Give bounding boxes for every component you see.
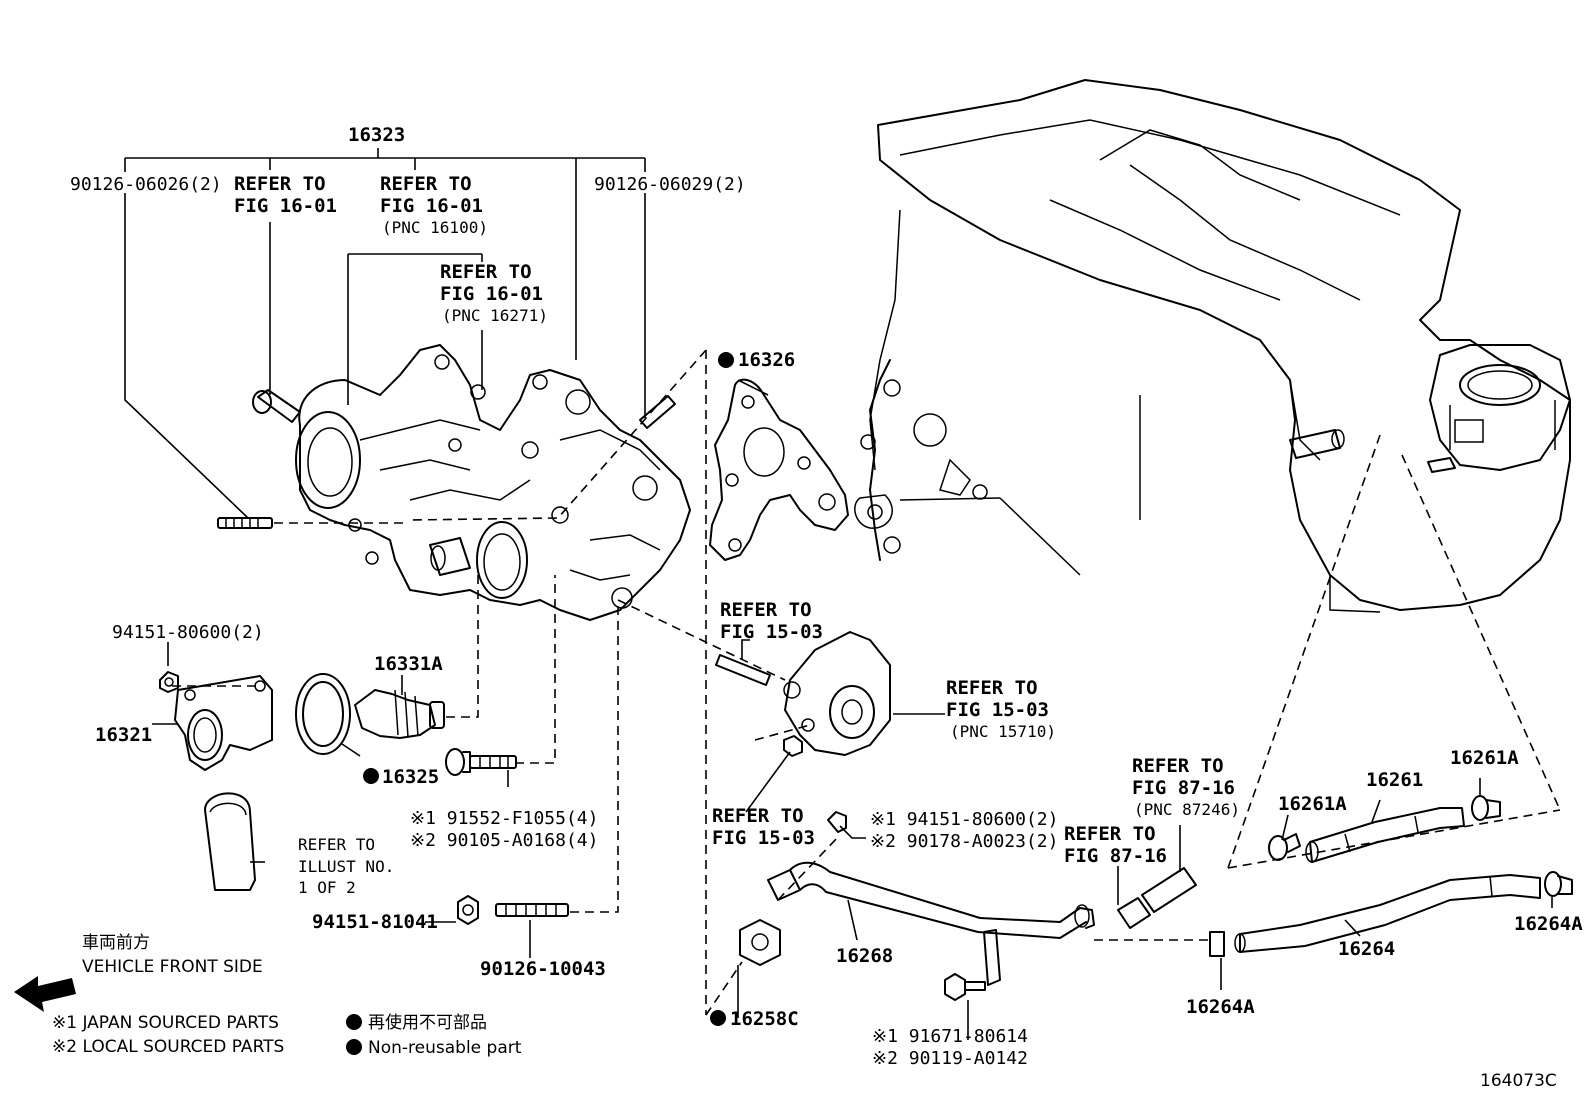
legend-dot-jp (346, 1014, 362, 1030)
hose-87246-illustration (1141, 867, 1197, 913)
callout-94151-80600: 94151-80600(2) (112, 622, 264, 643)
callout-16261A-right: 16261A (1450, 747, 1519, 769)
ref-c-line2: FIG 16-01 (440, 283, 543, 305)
ref-e-line1: REFER TO (720, 599, 812, 621)
hose-16264-illustration (1234, 874, 1541, 953)
ref-c-line1: REFER TO (440, 261, 532, 283)
callout-91552-F1055: ※1 91552-F1055(4) (410, 808, 598, 829)
ref-b-line2: FIG 16-01 (380, 195, 483, 217)
callout-16321: 16321 (95, 724, 152, 746)
legend-nonreusable-en: Non-reusable part (368, 1038, 522, 1058)
callout-91671-80614: ※1 91671-80614 (872, 1026, 1028, 1047)
legend-direction-jp: 車両前方 (82, 933, 150, 953)
stud-90126-10043-illustration (495, 903, 569, 917)
vehicle-front-arrow-icon (14, 976, 76, 1012)
callout-16325: 16325 (382, 766, 439, 788)
clamp-16264A-mid-illustration (1209, 931, 1225, 957)
ref-b-line1: REFER TO (380, 173, 472, 195)
dashed-reference-lines (172, 349, 1561, 1016)
bolt-90126-06026-illustration (217, 517, 273, 529)
ref-d-line1: REFER TO (298, 835, 375, 854)
callout-90126-10043: 90126-10043 (480, 958, 606, 980)
ref-i-line2: FIG 87-16 (1064, 845, 1167, 867)
gasket-16258C-illustration (739, 919, 781, 966)
ref-f-line2: FIG 15-03 (946, 699, 1049, 721)
gasket-16326-illustration (709, 378, 849, 561)
nut-94151-81041-illustration (457, 895, 479, 925)
legend-nonreusable-jp: 再使用不可部品 (368, 1012, 487, 1033)
oil-filter-bracket-illustration (783, 631, 891, 756)
bolt-91552-illustration (445, 748, 517, 776)
gasket-16325-illustration (295, 673, 351, 755)
ref-a-line2: FIG 16-01 (234, 195, 337, 217)
ref-a-line1: REFER TO (234, 173, 326, 195)
legend-note-japan: ※1 JAPAN SOURCED PARTS (52, 1013, 279, 1033)
callout-90126-06026: 90126-06026(2) (70, 174, 222, 195)
ref-h-line1: REFER TO (1132, 755, 1224, 777)
clamp-16261A-right-illustration (1471, 795, 1501, 821)
nut-94151-80600-illustration (159, 671, 179, 693)
callout-16258C: 16258C (730, 1008, 799, 1030)
non-reusable-dot-16326 (718, 352, 734, 368)
ref-f-line3: (PNC 15710) (950, 722, 1056, 741)
callout-90126-06029: 90126-06029(2) (594, 174, 746, 195)
hose-illustration (204, 792, 256, 891)
callout-16326: 16326 (738, 349, 795, 371)
ref-h-line2: FIG 87-16 (1132, 777, 1235, 799)
non-reusable-dot-16258C (710, 1010, 726, 1026)
ref-f-line1: REFER TO (946, 677, 1038, 699)
leader-lines (124, 148, 1553, 1040)
callout-94151-80600-note: ※1 94151-80600(2) (870, 809, 1058, 830)
ref-e-line2: FIG 15-03 (720, 621, 823, 643)
bolt-pump-illustration (252, 389, 301, 423)
legend-direction-en: VEHICLE FRONT SIDE (82, 957, 263, 977)
callout-16323: 16323 (348, 124, 405, 146)
callout-16261A-left: 16261A (1278, 793, 1347, 815)
thermostat-16331A-illustration (354, 689, 445, 739)
stud-90126-06029-illustration (639, 395, 676, 429)
clamp-16264A-left-illustration (1117, 897, 1151, 929)
non-reusable-dot-16325 (363, 768, 379, 784)
clamp-16264A-right-illustration (1544, 871, 1573, 897)
engine-block-illustration (854, 79, 1571, 613)
bolt-fig15-illustration (783, 735, 803, 757)
housing-16321-illustration (174, 675, 273, 771)
callout-16268: 16268 (836, 945, 893, 967)
ref-b-line3: (PNC 16100) (382, 218, 488, 237)
callout-16331A: 16331A (374, 653, 443, 675)
callout-90119-A0142: ※2 90119-A0142 (872, 1048, 1028, 1069)
callout-16264: 16264 (1338, 938, 1395, 960)
ref-d-line2: ILLUST NO. (298, 857, 394, 876)
part-callouts: 16323 90126-06026(2) 90126-06029(2) REFE… (70, 124, 1583, 1069)
ref-d-line3: 1 OF 2 (298, 878, 356, 897)
figure-id: 164073C (1480, 1071, 1557, 1091)
callout-16264A-mid: 16264A (1186, 996, 1255, 1018)
callout-16264A-right: 16264A (1514, 913, 1583, 935)
ref-i-line1: REFER TO (1064, 823, 1156, 845)
legend: 車両前方 VEHICLE FRONT SIDE ※1 JAPAN SOURCED… (52, 933, 522, 1058)
ref-h-line3: (PNC 87246) (1134, 800, 1240, 819)
hose-16261-illustration (1305, 807, 1465, 863)
callout-94151-81041: 94151-81041 (312, 911, 438, 933)
bolt-90178-illustration (827, 811, 847, 833)
stud-fig15-illustration (715, 654, 771, 686)
bolt-91671-illustration (944, 973, 986, 1001)
water-pump-housing-illustration (295, 344, 691, 621)
callout-16261: 16261 (1366, 769, 1423, 791)
non-reusable-markers (346, 352, 734, 1055)
callout-90178-A0023: ※2 90178-A0023(2) (870, 831, 1058, 852)
legend-note-local: ※2 LOCAL SOURCED PARTS (52, 1037, 284, 1057)
callout-90105-A0168: ※2 90105-A0168(4) (410, 830, 598, 851)
ref-c-line3: (PNC 16271) (442, 306, 548, 325)
pipe-16268-illustration (767, 861, 1095, 986)
legend-dot-en (346, 1039, 362, 1055)
ref-g-line1: REFER TO (712, 805, 804, 827)
ref-g-line2: FIG 15-03 (712, 827, 815, 849)
